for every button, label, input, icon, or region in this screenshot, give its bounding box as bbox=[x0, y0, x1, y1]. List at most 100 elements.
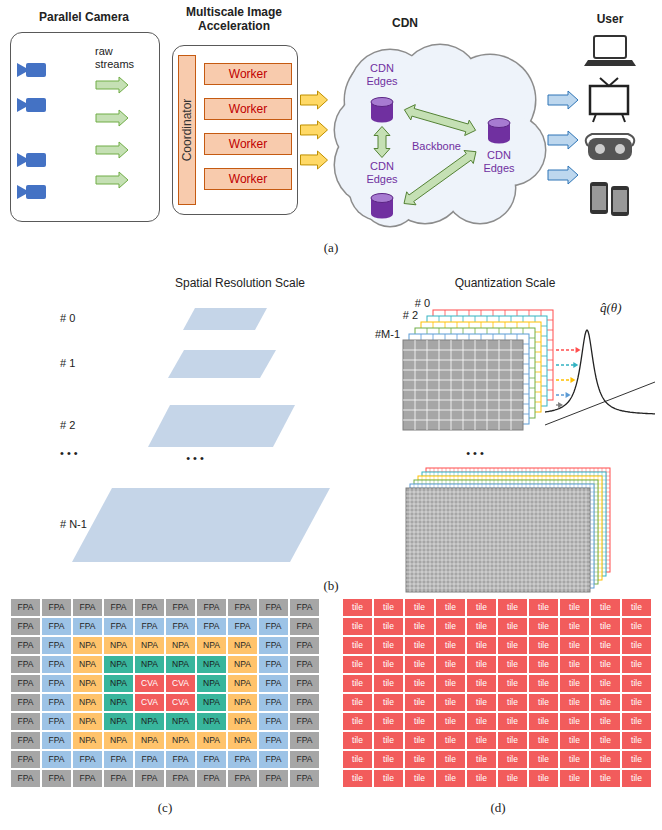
edge-label: CDN Edges bbox=[362, 62, 402, 88]
cell-label: tile bbox=[343, 732, 372, 749]
grid-cell: NPA bbox=[165, 712, 196, 731]
grid-cell: tile bbox=[373, 769, 404, 788]
cell-label: tile bbox=[343, 637, 372, 654]
cell-label: NPA bbox=[197, 675, 226, 692]
cell-label: tile bbox=[591, 637, 620, 654]
cell-label: tile bbox=[529, 637, 558, 654]
annotation: • • • bbox=[170, 452, 220, 464]
camera-icon bbox=[17, 185, 26, 199]
cell-label: tile bbox=[374, 770, 403, 787]
grid-cell: tile bbox=[466, 712, 497, 731]
backbone-link bbox=[374, 127, 390, 158]
grid-cell: tile bbox=[528, 598, 559, 617]
grid-cell: tile bbox=[528, 693, 559, 712]
grid-cell: FPA bbox=[134, 750, 165, 769]
cell-label: tile bbox=[622, 675, 651, 692]
cell-label: tile bbox=[436, 675, 465, 692]
cell-label: FPA bbox=[42, 675, 71, 692]
cell-label: tile bbox=[529, 618, 558, 635]
cell-label: FPA bbox=[73, 599, 102, 616]
grid-cell: tile bbox=[404, 598, 435, 617]
cell-label: tile bbox=[405, 732, 434, 749]
cell-label: tile bbox=[560, 732, 589, 749]
grid-cell: tile bbox=[497, 750, 528, 769]
cell-label: FPA bbox=[228, 751, 257, 768]
grid-cell: NPA bbox=[196, 655, 227, 674]
server-cylinder bbox=[371, 194, 393, 203]
output-arrow bbox=[301, 151, 328, 169]
text-slot: Worker bbox=[229, 134, 267, 154]
cell-label: FPA bbox=[11, 732, 40, 749]
text-slot: Spatial Resolution Scale bbox=[140, 276, 340, 290]
grid-cell: NPA bbox=[165, 731, 196, 750]
text-slot: Worker bbox=[229, 64, 267, 84]
grid-cell: FPA bbox=[10, 731, 41, 750]
cell-label: tile bbox=[405, 713, 434, 730]
annotation: User bbox=[580, 12, 640, 26]
grid-cell: FPA bbox=[289, 750, 320, 769]
cell-label: tile bbox=[343, 751, 372, 768]
cell-label: FPA bbox=[259, 732, 288, 749]
grid-cell: FPA bbox=[165, 769, 196, 788]
cell-label: tile bbox=[343, 713, 372, 730]
grid-cell: tile bbox=[559, 731, 590, 750]
cell-label: FPA bbox=[259, 694, 288, 711]
vr-icon bbox=[595, 144, 605, 154]
grid-cell: NPA bbox=[165, 636, 196, 655]
grid-cell: FPA bbox=[227, 769, 258, 788]
grid-cell: NPA bbox=[134, 712, 165, 731]
cell-label: FPA bbox=[11, 675, 40, 692]
cell-label: NPA bbox=[166, 656, 195, 673]
grid-cell: FPA bbox=[289, 598, 320, 617]
cell-label: NPA bbox=[197, 656, 226, 673]
grid-cell: tile bbox=[342, 598, 373, 617]
cell-label: FPA bbox=[73, 751, 102, 768]
cell-label: tile bbox=[498, 637, 527, 654]
cell-label: FPA bbox=[42, 637, 71, 654]
grid-cell: FPA bbox=[41, 750, 72, 769]
grid-cell: NPA bbox=[227, 693, 258, 712]
cell-label: tile bbox=[405, 656, 434, 673]
grid-cell: FPA bbox=[103, 598, 134, 617]
cell-label: FPA bbox=[135, 599, 164, 616]
grid-cell: NPA bbox=[103, 712, 134, 731]
resolution-layer bbox=[183, 308, 267, 330]
cell-label: FPA bbox=[11, 599, 40, 616]
quantization-grid bbox=[406, 488, 590, 592]
grid-cell: NPA bbox=[134, 731, 165, 750]
grid-cell: FPA bbox=[258, 617, 289, 636]
cell-label: NPA bbox=[104, 637, 133, 654]
mapping-arrow bbox=[558, 402, 563, 408]
worker-box: Worker bbox=[204, 63, 292, 85]
grid-cell: CVA bbox=[165, 674, 196, 693]
panel-caption: (c) bbox=[145, 800, 185, 816]
text-slot: Worker bbox=[229, 169, 267, 189]
cell-label: tile bbox=[622, 770, 651, 787]
cell-label: tile bbox=[498, 675, 527, 692]
annotation: # N-1 bbox=[60, 518, 94, 530]
grid-cell: CVA bbox=[134, 674, 165, 693]
cell-label: FPA bbox=[259, 751, 288, 768]
cell-label: FPA bbox=[73, 770, 102, 787]
cell-label: FPA bbox=[42, 713, 71, 730]
cell-label: tile bbox=[343, 694, 372, 711]
cell-label: NPA bbox=[73, 694, 102, 711]
grid-cell: FPA bbox=[41, 636, 72, 655]
grid-cell: FPA bbox=[165, 750, 196, 769]
stream-arrow bbox=[96, 172, 128, 188]
grid-cell: FPA bbox=[10, 712, 41, 731]
cell-label: tile bbox=[622, 637, 651, 654]
resolution-layer bbox=[148, 405, 295, 447]
cell-label: FPA bbox=[259, 618, 288, 635]
text-slot: Worker bbox=[229, 99, 267, 119]
text-slot: Multiscale Image Acceleration bbox=[165, 5, 303, 33]
grid-cell: FPA bbox=[289, 769, 320, 788]
group-box: Parallel Cameraraw streams bbox=[10, 32, 160, 222]
server-cylinder bbox=[371, 98, 393, 107]
cell-label: FPA bbox=[290, 675, 319, 692]
panel-heading: Multiscale Image Acceleration bbox=[165, 5, 303, 33]
grid-cell: tile bbox=[497, 674, 528, 693]
grid-cell: FPA bbox=[165, 617, 196, 636]
delivery-arrow bbox=[548, 131, 578, 149]
